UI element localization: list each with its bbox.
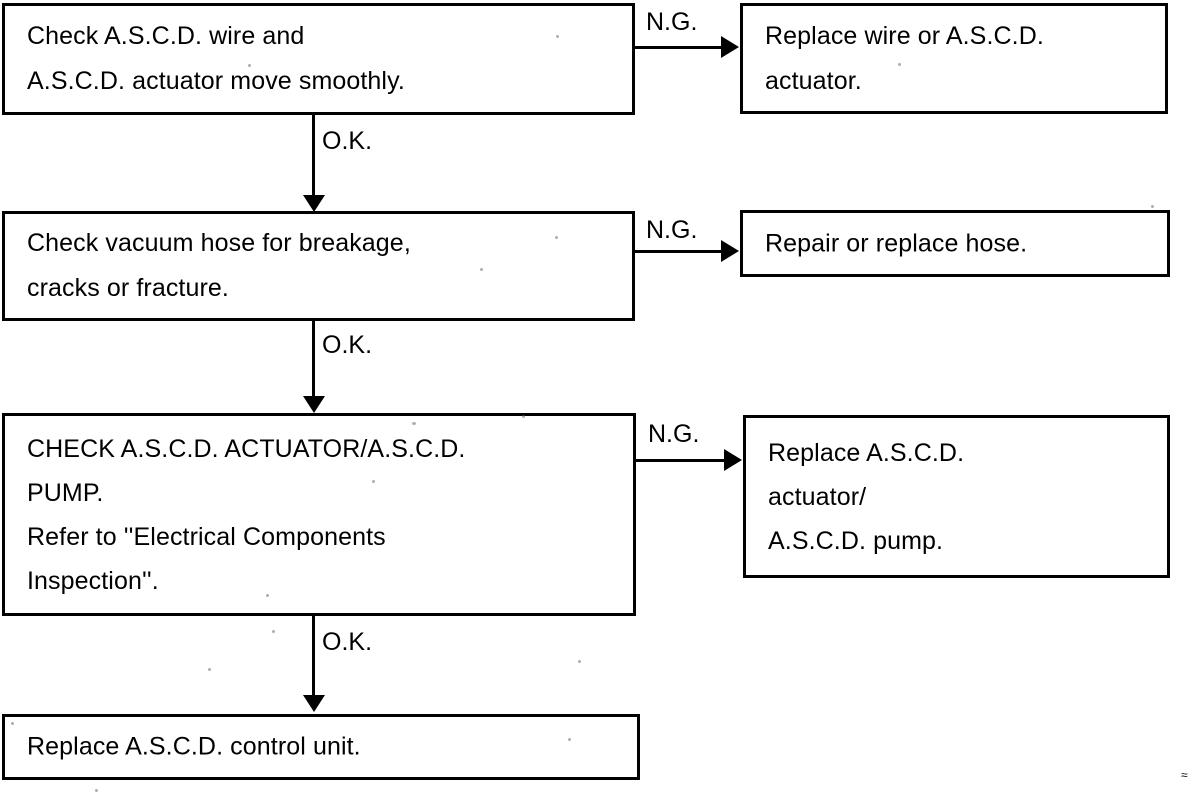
- edge-arrowhead-ng-3: [724, 449, 742, 471]
- edge-label-ok-2: O.K.: [322, 331, 373, 359]
- edge-line-ok-1: [312, 115, 315, 200]
- edge-arrowhead-ok-2: [303, 396, 325, 413]
- scan-speck: [898, 63, 901, 66]
- scan-speck: [266, 594, 269, 597]
- node-check-vacuum-hose-text: Check vacuum hose for breakage, cracks o…: [27, 229, 411, 302]
- edge-label-ng-2: N.G.: [646, 216, 698, 244]
- edge-line-ok-3: [312, 616, 315, 700]
- node-check-ascd-wire: Check A.S.C.D. wire and A.S.C.D. actuato…: [2, 3, 635, 115]
- edge-arrowhead-ok-3: [303, 695, 325, 712]
- node-replace-actuator-pump-text: Replace A.S.C.D. actuator/ A.S.C.D. pump…: [768, 438, 965, 555]
- scan-speck: [556, 35, 559, 38]
- node-repair-replace-hose-text: Repair or replace hose.: [765, 229, 1028, 257]
- scan-speck: [568, 738, 571, 741]
- edge-line-ng-3: [636, 459, 730, 462]
- node-replace-control-unit-text: Replace A.S.C.D. control unit.: [27, 732, 361, 761]
- node-check-vacuum-hose: Check vacuum hose for breakage, cracks o…: [2, 211, 635, 321]
- scan-speck: [208, 668, 211, 671]
- edge-arrowhead-ng-2: [721, 240, 739, 262]
- edge-label-ng-1: N.G.: [646, 8, 698, 36]
- edge-line-ng-2: [635, 250, 727, 253]
- scan-speck: [412, 422, 416, 425]
- edge-label-ng-3: N.G.: [648, 420, 700, 448]
- node-repair-replace-hose: Repair or replace hose.: [740, 210, 1170, 277]
- node-replace-control-unit: Replace A.S.C.D. control unit.: [2, 714, 640, 780]
- scan-speck: [11, 722, 14, 725]
- scan-speck: [578, 660, 581, 663]
- scan-speck: [272, 630, 275, 633]
- scan-speck: [372, 480, 375, 483]
- edge-label-ok-3: O.K.: [322, 628, 373, 656]
- node-check-actuator-pump-text: CHECK A.S.C.D. ACTUATOR/A.S.C.D. PUMP. R…: [27, 434, 466, 595]
- scan-speck: [95, 789, 98, 792]
- scan-speck: [1151, 205, 1154, 208]
- scan-speck: [522, 415, 525, 418]
- node-replace-wire-actuator-text: Replace wire or A.S.C.D. actuator.: [765, 21, 1044, 95]
- edge-label-ok-1: O.K.: [322, 127, 373, 155]
- node-replace-actuator-pump: Replace A.S.C.D. actuator/ A.S.C.D. pump…: [743, 415, 1170, 578]
- edge-arrowhead-ng-1: [721, 36, 739, 58]
- node-check-actuator-pump: CHECK A.S.C.D. ACTUATOR/A.S.C.D. PUMP. R…: [2, 413, 636, 616]
- edge-line-ng-1: [635, 46, 727, 49]
- edge-line-ok-2: [312, 321, 315, 401]
- edge-arrowhead-ok-1: [303, 195, 325, 212]
- scan-speck: [480, 268, 483, 271]
- node-check-ascd-wire-text: Check A.S.C.D. wire and A.S.C.D. actuato…: [27, 22, 405, 95]
- scan-speck: [555, 236, 558, 239]
- scan-corner-mark: ≈: [1181, 768, 1188, 782]
- scan-speck: [248, 64, 251, 67]
- node-replace-wire-actuator: Replace wire or A.S.C.D. actuator.: [740, 3, 1168, 114]
